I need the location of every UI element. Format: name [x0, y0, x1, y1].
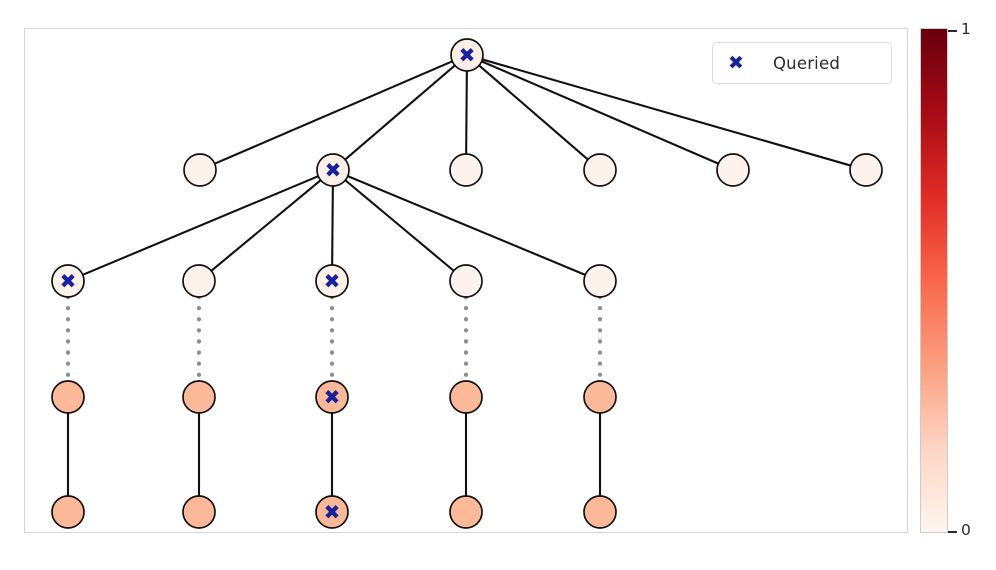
plot-area-frame: [24, 28, 908, 533]
colorbar-label-min: 0: [961, 521, 971, 539]
legend-label-queried: Queried: [773, 53, 840, 73]
queried-marker-icon: ✖: [728, 51, 744, 74]
colorbar-label-max: 1: [961, 20, 971, 38]
legend[interactable]: ✖ Queried: [712, 42, 892, 84]
colorbar-tick-max: [948, 30, 957, 32]
colorbar-gradient: [920, 28, 948, 533]
colorbar-tick-min: [948, 531, 957, 533]
colorbar[interactable]: 1 0: [920, 21, 971, 538]
